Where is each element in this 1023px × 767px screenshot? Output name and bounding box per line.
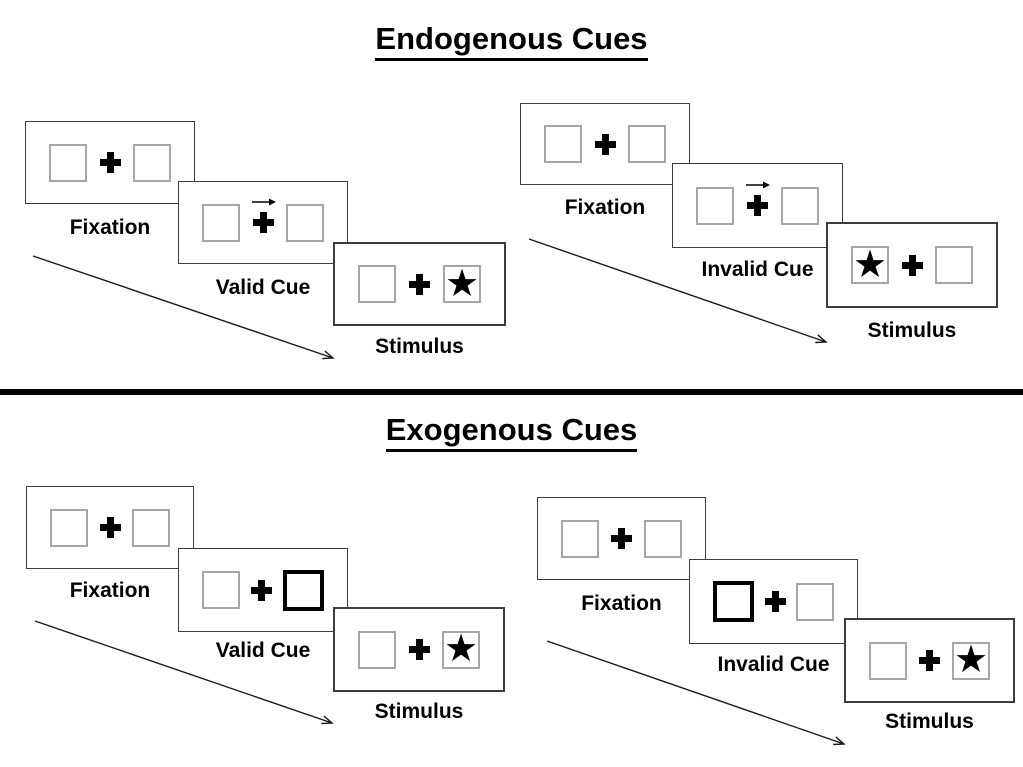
right-arrow-icon: [746, 181, 770, 189]
star-target-icon: ★: [852, 241, 888, 286]
section-title-exogenous: Exogenous Cues: [385, 412, 638, 453]
panel-label-valid-cue: Valid Cue: [215, 639, 311, 662]
panel-label-fixation: Fixation: [69, 579, 151, 602]
left-placeholder-box: [869, 641, 907, 680]
section-title-endogenous: Endogenous Cues: [375, 21, 648, 62]
panel-label-stimulus: Stimulus: [885, 710, 974, 733]
star-target-icon: ★: [443, 626, 479, 670]
timeline-arrow-endogenous-invalid: [528, 238, 828, 344]
star-target-icon: ★: [953, 637, 989, 681]
left-placeholder-box: [50, 508, 88, 547]
fixation-cross-icon: [764, 591, 786, 612]
fixation-cross-icon: [99, 517, 121, 538]
valid-cue-panel: [178, 181, 348, 264]
fixation-cross-icon: [251, 579, 272, 601]
timeline-arrow-endogenous-valid: [32, 255, 335, 360]
left-target-box: ★: [851, 241, 889, 286]
left-placeholder-box: [202, 571, 240, 609]
stimulus-panel: ★: [844, 618, 1015, 703]
right-placeholder-box: [286, 203, 324, 242]
left-placeholder-box: [49, 143, 87, 182]
right-placeholder-box: [935, 246, 973, 284]
fixation-panel: [26, 486, 194, 569]
right-placeholder-box: [132, 508, 170, 547]
fixation-cross-icon: [252, 212, 274, 233]
timeline-arrow-exogenous-valid: [34, 620, 334, 725]
stimulus-panel: ★: [333, 242, 506, 326]
central-cue: [251, 198, 276, 233]
left-placeholder-box: [544, 125, 582, 163]
panel-label-fixation: Fixation: [564, 196, 646, 219]
fixation-cross-icon: [747, 195, 768, 216]
right-placeholder-box: [781, 186, 819, 225]
right-placeholder-box: [628, 125, 666, 163]
fixation-cross-icon: [594, 133, 616, 155]
panel-label-valid-cue: Valid Cue: [215, 276, 311, 299]
left-placeholder-box: [358, 630, 396, 669]
panel-label-stimulus: Stimulus: [375, 335, 464, 358]
stimulus-panel: ★: [333, 607, 505, 692]
left-highlighted-cue-box: [713, 581, 754, 622]
panel-label-fixation: Fixation: [69, 216, 151, 239]
fixation-cross-icon: [901, 254, 923, 276]
panel-label-stimulus: Stimulus: [374, 700, 464, 723]
right-highlighted-cue-box: [283, 569, 324, 611]
invalid-cue-panel: [672, 163, 843, 248]
left-placeholder-box: [561, 519, 599, 558]
valid-cue-panel: [178, 548, 348, 632]
fixation-cross-icon: [919, 650, 940, 671]
section-header-endogenous: Endogenous Cues: [0, 21, 1023, 62]
left-placeholder-box: [358, 265, 396, 303]
fixation-panel: [537, 497, 706, 580]
fixation-cross-icon: [99, 152, 121, 173]
panel-label-invalid-cue: Invalid Cue: [717, 653, 830, 676]
fixation-cross-icon: [611, 528, 632, 549]
fixation-panel: [520, 103, 690, 185]
right-target-box: ★: [952, 637, 990, 681]
right-placeholder-box: [644, 519, 682, 558]
stimulus-panel: ★: [826, 222, 998, 308]
fixation-cross-icon: [409, 273, 430, 295]
right-target-box: ★: [442, 626, 480, 670]
panel-label-invalid-cue: Invalid Cue: [701, 258, 814, 281]
section-divider: [0, 389, 1023, 395]
central-cue: [746, 181, 770, 216]
star-target-icon: ★: [444, 260, 480, 305]
left-placeholder-box: [202, 203, 240, 242]
right-placeholder-box: [796, 582, 834, 621]
fixation-cross-icon: [408, 639, 430, 660]
invalid-cue-panel: [689, 559, 858, 644]
right-target-box: ★: [443, 260, 481, 305]
panel-label-stimulus: Stimulus: [867, 319, 957, 342]
left-placeholder-box: [696, 186, 734, 225]
panel-label-fixation: Fixation: [581, 592, 662, 615]
section-header-exogenous: Exogenous Cues: [0, 412, 1023, 453]
right-arrow-icon: [251, 198, 276, 206]
fixation-panel: [25, 121, 195, 204]
right-placeholder-box: [133, 143, 171, 182]
